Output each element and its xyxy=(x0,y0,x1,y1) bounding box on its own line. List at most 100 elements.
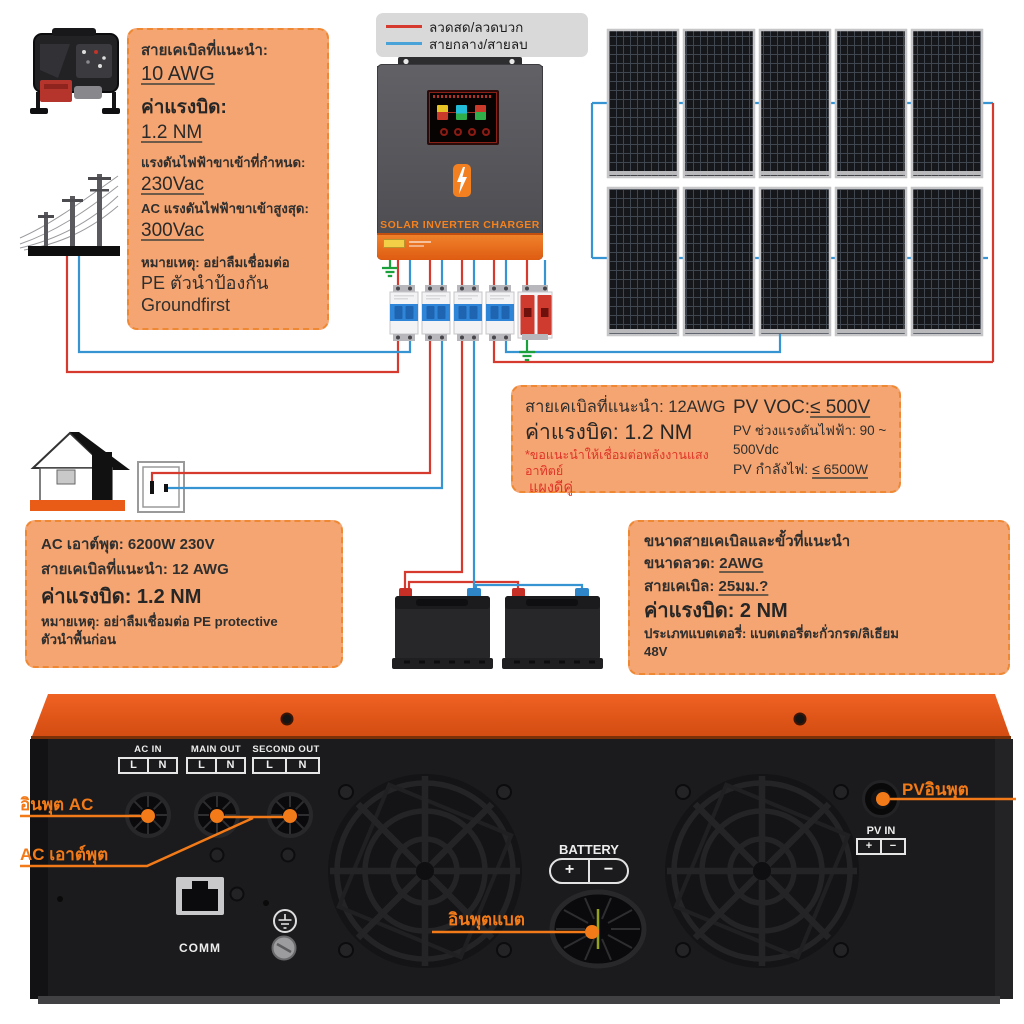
second-out-N: N xyxy=(285,759,318,772)
live-wire-swatch xyxy=(386,25,422,28)
display-button-4 xyxy=(482,128,490,136)
neutral-wires xyxy=(77,256,782,590)
comm-label: COMM xyxy=(179,941,221,955)
inverter-title: SOLAR INVERTER CHARGER xyxy=(380,219,540,231)
bat-cable-value: 25มม.? xyxy=(718,578,769,595)
main-out-terminal-group: MAIN OUT L N xyxy=(186,744,246,774)
sticker-text-line2 xyxy=(409,245,424,247)
torque-value: 1.2 NM xyxy=(141,122,203,143)
bat-title: ขนาดสายเคเบิลและขั้วที่แนะนำ xyxy=(644,533,851,550)
battery-bank xyxy=(392,588,603,669)
surge-protector xyxy=(517,285,553,340)
neutral-wire-swatch xyxy=(386,42,422,45)
pv-in-label: PV IN xyxy=(866,825,896,837)
pv-minus: − xyxy=(880,840,904,853)
display-button-2 xyxy=(454,128,462,136)
ac-in-label: AC IN xyxy=(134,744,162,755)
pv-voc-value: ≤ 500V xyxy=(810,397,871,418)
live-wires xyxy=(65,256,993,590)
pv-power-value: ≤ 6500W xyxy=(812,461,868,477)
pe-note-line3: Groundfirst xyxy=(141,295,231,315)
display-grid-icon xyxy=(437,105,448,120)
display-status-text xyxy=(433,95,491,98)
callout-battery-input: อินพุตแบต xyxy=(448,910,525,929)
pv-cable-line: สายเคเบิลที่แนะนำ: 12AWG xyxy=(525,398,726,416)
ground-terminal xyxy=(271,909,297,961)
cable-label: สายเคเบิลที่แนะนำ: xyxy=(141,42,268,59)
rear-panel-photo xyxy=(20,694,1016,1004)
solar-panel-array xyxy=(606,28,984,337)
rated-voltage-label: แรงดันไฟฟ้าขาเข้าที่กำหนด: xyxy=(141,155,306,170)
bat-wire-label: ขนาดลวด: xyxy=(644,555,716,572)
main-out-N: N xyxy=(215,759,244,772)
ground-wires xyxy=(382,260,535,362)
pv-range-line: PV ช่วงแรงดันไฟฟ้า: 90 ~ 500Vdc xyxy=(733,423,887,457)
second-out-L: L xyxy=(266,759,273,771)
ac-output-info-box: AC เอาต์พุต: 6200W 230V สายเคเบิลที่แนะน… xyxy=(25,520,343,668)
utility-poles xyxy=(19,174,120,256)
bat-cable-label: สายเคเบิล: xyxy=(644,578,715,595)
generator-illustration xyxy=(30,28,120,114)
ac-output-line: AC เอาต์พุต: 6200W 230V xyxy=(41,536,215,553)
display-button-3 xyxy=(468,128,476,136)
legend-neutral-row: สายกลาง/สายลบ xyxy=(386,35,578,52)
house-illustration xyxy=(30,431,130,511)
legend-neutral-label: สายกลาง/สายลบ xyxy=(429,36,528,52)
ac-note-line2: ตัวนำพื้นก่อน xyxy=(41,632,117,647)
ac-in-terminal-group: AC IN L N xyxy=(118,744,178,774)
battery-terminal-label: BATTERY xyxy=(559,842,619,857)
bat-type-line2: 48V xyxy=(644,644,668,659)
ac-in-L: L xyxy=(130,759,137,771)
bat-wire-value: 2AWG xyxy=(719,555,764,572)
cable-value: 10 AWG xyxy=(141,63,215,85)
pv-in-terminals: + − xyxy=(856,838,906,855)
battery-info-box: ขนาดสายเคเบิลและขั้วที่แนะนำ ขนาดลวด: 2A… xyxy=(628,520,1010,675)
callout-ac-output: AC เอาต์พุต xyxy=(20,845,109,864)
max-voltage-value: 300Vac xyxy=(141,220,205,241)
callout-lines xyxy=(20,797,1016,934)
second-out-label: SECOND OUT xyxy=(252,744,320,755)
pv-warn-line1: *ขอแนะนำให้เชื่อมต่อพลังงานแสงอาทิตย์ xyxy=(525,448,709,478)
ac-torque-line: ค่าแรงบิด: 1.2 NM xyxy=(41,586,202,608)
battery-terminals: + − xyxy=(549,858,629,884)
display-battery-icon xyxy=(456,105,467,120)
comm-port xyxy=(176,877,224,915)
display-load-icon xyxy=(475,105,486,120)
battery-minus: − xyxy=(603,861,614,878)
main-out-L: L xyxy=(198,759,205,771)
bat-torque-line: ค่าแรงบิด: 2 NM xyxy=(644,600,788,622)
lightning-bolt-icon xyxy=(453,164,471,197)
rated-voltage-value: 230Vac xyxy=(141,174,205,195)
wire-legend: ลวดสด/ลวดบวก สายกลาง/สายลบ xyxy=(376,13,588,57)
battery-plus: + xyxy=(551,860,590,882)
pv-torque-line: ค่าแรงบิด: 1.2 NM xyxy=(525,421,693,444)
pe-note-line1: หมายเหตุ: อย่าลืมเชื่อมต่อ xyxy=(141,255,290,270)
display-button-1 xyxy=(440,128,448,136)
grid-input-info-box: สายเคเบิลที่แนะนำ: 10 AWG ค่าแรงบิด: 1.2… xyxy=(127,28,329,330)
sticker-text-line xyxy=(409,241,431,243)
callout-ac-input: อินพุต AC xyxy=(20,795,94,814)
pv-plus: + xyxy=(865,840,873,852)
inverter-unit: SOLAR INVERTER CHARGER xyxy=(377,64,543,260)
torque-label: ค่าแรงบิด: xyxy=(141,97,227,118)
circuit-breakers xyxy=(389,285,515,341)
inverter-orange-band xyxy=(377,233,543,260)
pe-note-line2: PE ตัวนำป้องกัน xyxy=(141,273,269,293)
bat-type-line1: ประเภทแบตเตอรี่: แบตเตอรี่ตะกั่วกรด/ลิเธ… xyxy=(644,626,899,641)
max-voltage-label: AC แรงดันไฟฟ้าขาเข้าสูงสุด: xyxy=(141,201,309,216)
pv-warn-line2: แผงดีคู่ xyxy=(529,480,574,496)
ac-in-N: N xyxy=(147,759,176,772)
legend-live-label: ลวดสด/ลวดบวก xyxy=(429,19,524,35)
main-out-label: MAIN OUT xyxy=(190,744,242,755)
pv-info-box: สายเคเบิลที่แนะนำ: 12AWG ค่าแรงบิด: 1.2 … xyxy=(511,385,901,496)
warning-sticker-icon xyxy=(383,239,405,248)
pv-voc-label: PV VOC: xyxy=(733,397,811,418)
ac-cable-line: สายเคเบิลที่แนะนำ: 12 AWG xyxy=(41,561,229,578)
callout-dots xyxy=(141,792,890,939)
pv-power-label: PV กำลังไฟ: xyxy=(733,461,809,477)
second-out-terminal-group: SECOND OUT L N xyxy=(252,744,320,774)
callout-pv-input: PVอินพุต xyxy=(902,780,969,799)
fan-screws xyxy=(338,784,849,958)
ac-note-line1: หมายเหตุ: อย่าลืมเชื่อมต่อ PE protective xyxy=(41,614,278,629)
